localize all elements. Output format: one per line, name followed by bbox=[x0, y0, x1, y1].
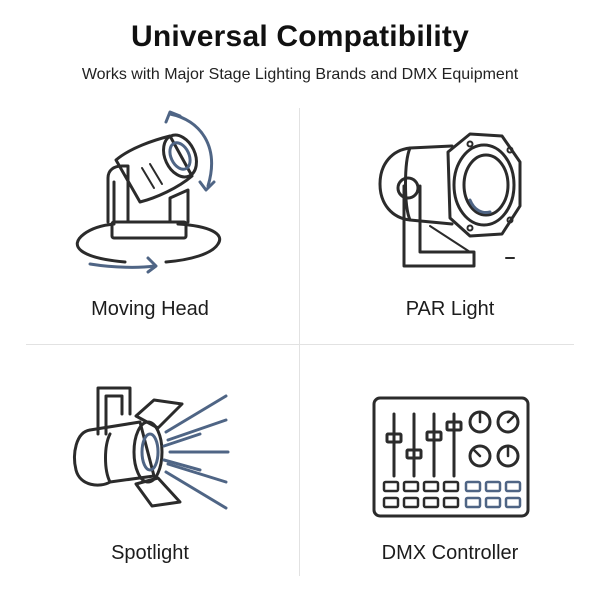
vertical-divider bbox=[299, 108, 300, 576]
fixture-card-spotlight: Spotlight bbox=[0, 344, 300, 580]
par-light-icon bbox=[378, 132, 522, 268]
page-subtitle: Works with Major Stage Lighting Brands a… bbox=[81, 66, 519, 83]
fixture-label-spotlight: Spotlight bbox=[111, 542, 189, 564]
fixture-card-moving-head: Moving Head bbox=[0, 106, 300, 342]
fixture-card-dmx-controller: DMX Controller bbox=[300, 344, 600, 580]
fixture-label-dmx-controller: DMX Controller bbox=[381, 542, 519, 564]
fixture-card-par-light: PAR Light bbox=[300, 106, 600, 342]
fixture-label-moving-head: Moving Head bbox=[91, 298, 209, 320]
horizontal-divider bbox=[26, 344, 574, 345]
spotlight-icon bbox=[73, 386, 230, 510]
moving-head-icon bbox=[75, 110, 222, 274]
page-title: Universal Compatibility bbox=[130, 20, 469, 53]
fixture-label-par-light: PAR Light bbox=[405, 298, 495, 320]
dmx-controller-icon bbox=[372, 396, 530, 518]
